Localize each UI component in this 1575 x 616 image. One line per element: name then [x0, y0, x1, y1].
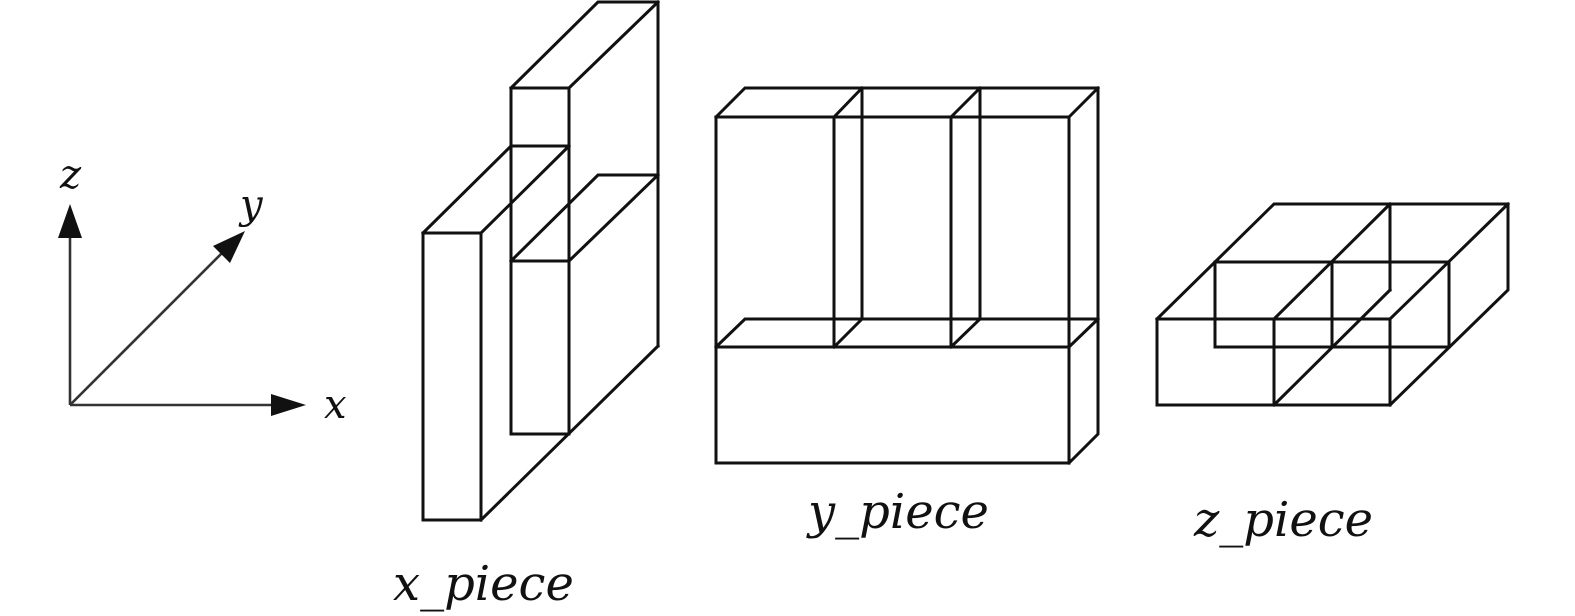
x-axis-arrowhead	[271, 394, 306, 416]
z-axis-arrowhead	[58, 204, 82, 238]
z-piece-shape: z_piece	[1154, 201, 1511, 548]
y-piece-edges	[713, 85, 1101, 466]
x-axis-label: x	[324, 382, 347, 428]
y-piece-label: y_piece	[806, 484, 989, 540]
y-piece-shape: y_piece	[713, 85, 1101, 540]
y-axis-line	[69, 252, 223, 406]
z-axis-label: z	[59, 152, 82, 198]
y-axis-label: y	[238, 182, 264, 228]
z-piece-edges	[1154, 201, 1511, 408]
x-piece-shape: x_piece	[393, 0, 661, 612]
x-piece-edges	[420, 0, 661, 523]
z-piece-label: z_piece	[1193, 492, 1373, 548]
y-axis-arrowhead	[213, 231, 245, 263]
x-piece-label: x_piece	[393, 556, 574, 612]
coordinate-axes: z y x	[58, 152, 347, 428]
